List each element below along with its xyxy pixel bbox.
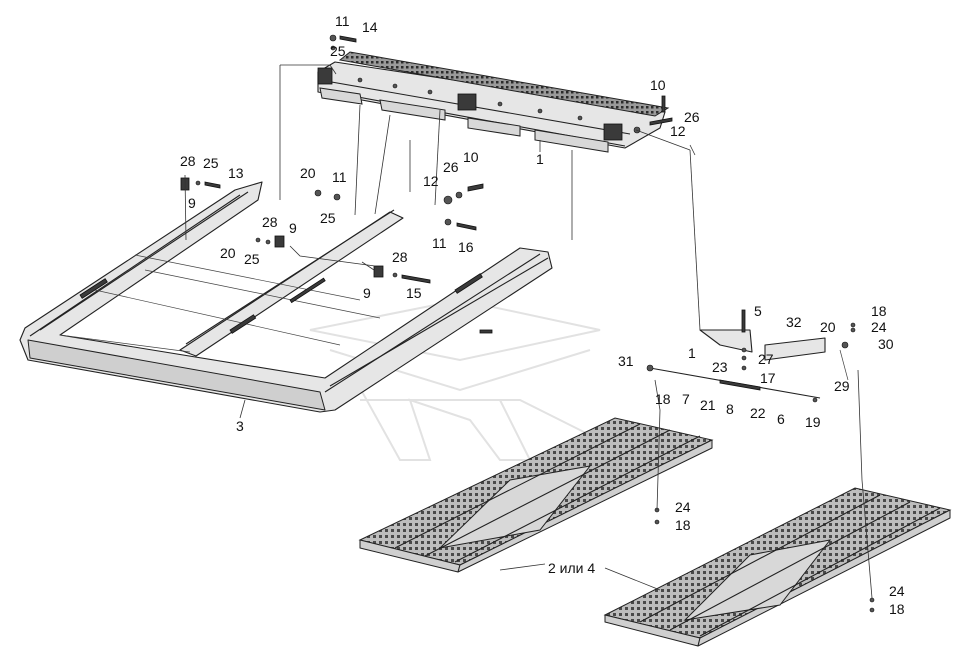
label-24: 24	[889, 583, 905, 599]
label-23: 23	[712, 359, 728, 375]
label-8: 8	[726, 401, 734, 417]
label-26: 26	[443, 159, 459, 175]
label-20: 20	[820, 319, 836, 335]
label-9: 9	[188, 195, 196, 211]
label-20: 20	[300, 165, 316, 181]
label-1: 1	[536, 151, 544, 167]
main-frame	[19, 181, 553, 413]
label-14: 14	[362, 19, 378, 35]
label-25: 25	[203, 155, 219, 171]
label-19: 19	[805, 414, 821, 430]
label-18: 18	[871, 303, 887, 319]
label-17: 17	[760, 370, 776, 386]
label-18: 18	[889, 601, 905, 617]
label-20: 20	[220, 245, 236, 261]
label-15: 15	[406, 285, 422, 301]
part-labels: 11 14 25 10 26 12 1 28 25 13 9 20 11 25 …	[180, 13, 905, 617]
label-12: 12	[423, 173, 439, 189]
label-31: 31	[618, 353, 634, 369]
label-26: 26	[684, 109, 700, 125]
label-1: 1	[688, 345, 696, 361]
label-9: 9	[289, 220, 297, 236]
label-25: 25	[330, 43, 346, 59]
label-28: 28	[262, 214, 278, 230]
label-10: 10	[650, 77, 666, 93]
label-28: 28	[180, 153, 196, 169]
hardware-parts	[180, 34, 673, 284]
lower-sieve-right	[603, 487, 952, 647]
label-25: 25	[244, 251, 260, 267]
label-16: 16	[458, 239, 474, 255]
label-2-or-4: 2 или 4	[548, 560, 595, 576]
label-11: 11	[432, 235, 447, 251]
label-24: 24	[871, 319, 887, 335]
label-28: 28	[392, 249, 408, 265]
label-25: 25	[320, 210, 336, 226]
label-18: 18	[675, 517, 691, 533]
label-5: 5	[754, 303, 762, 319]
label-6: 6	[777, 411, 785, 427]
label-12: 12	[670, 123, 686, 139]
label-22: 22	[750, 405, 766, 421]
label-24: 24	[675, 499, 691, 515]
label-29: 29	[834, 378, 850, 394]
label-7: 7	[682, 391, 690, 407]
label-9: 9	[363, 285, 371, 301]
label-10: 10	[463, 149, 479, 165]
label-27: 27	[758, 351, 774, 367]
leader-lines	[184, 64, 873, 599]
bolt-row	[357, 77, 583, 121]
label-13: 13	[228, 165, 244, 181]
lower-sieve-left	[358, 417, 714, 573]
label-21: 21	[700, 397, 716, 413]
label-30: 30	[878, 336, 894, 352]
label-18: 18	[655, 391, 671, 407]
label-11: 11	[332, 169, 347, 185]
top-sieve-assembly	[317, 51, 670, 153]
label-3: 3	[236, 418, 244, 434]
adjustment-mechanism	[646, 309, 875, 613]
label-32: 32	[786, 314, 802, 330]
label-11: 11	[335, 13, 350, 29]
